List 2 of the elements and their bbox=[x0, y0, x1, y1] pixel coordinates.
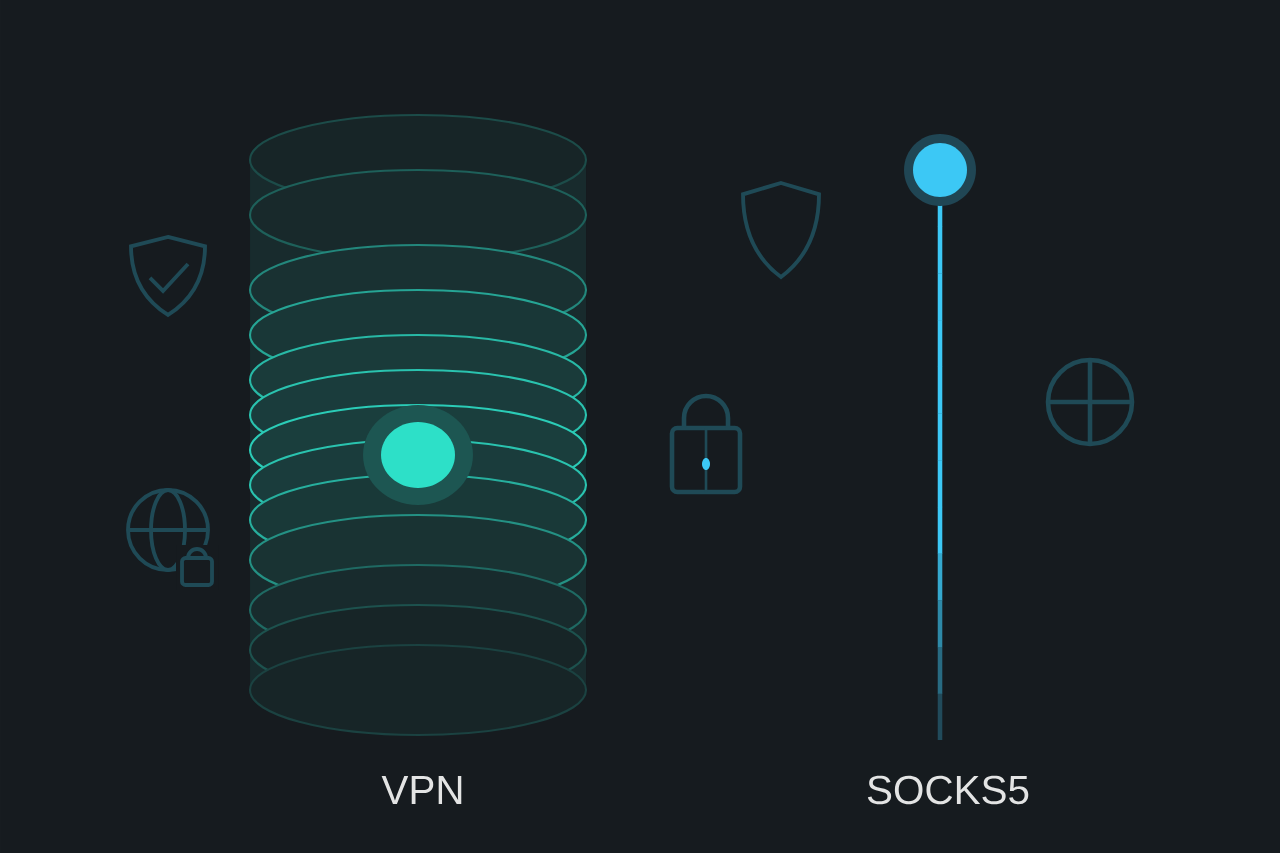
label: SOCKS5 bbox=[867, 775, 1029, 805]
label: VPN bbox=[381, 776, 462, 804]
